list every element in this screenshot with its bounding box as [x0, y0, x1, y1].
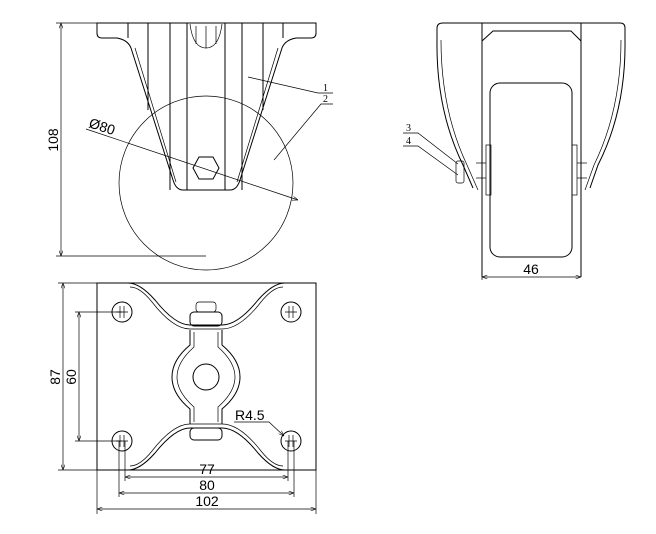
- dimension-102: 102: [195, 493, 219, 509]
- front-view: 108 Ø80 1 2: [45, 22, 333, 271]
- width-dimension: 46: [523, 261, 539, 277]
- part-label-4: 4: [406, 136, 411, 147]
- axle-nut: [455, 160, 465, 184]
- mounting-plate: [96, 282, 317, 471]
- dimension-80: 80: [199, 477, 215, 493]
- part-label-2: 2: [323, 94, 328, 105]
- dimension-60: 60: [63, 369, 79, 385]
- axle-nut-icon: [192, 156, 220, 180]
- wheel-tread: [489, 82, 573, 258]
- side-view: 46 3 4: [403, 22, 626, 280]
- fork-ribs: [127, 23, 284, 190]
- dimension-87: 87: [47, 369, 63, 385]
- kingpin-hole: [192, 363, 220, 391]
- fork-frame: [436, 22, 626, 189]
- mounting-holes: [111, 301, 302, 452]
- dimension-77: 77: [199, 461, 215, 477]
- kingpin-nut: [189, 23, 223, 49]
- part-label-3: 3: [406, 123, 411, 134]
- part-label-1: 1: [323, 83, 328, 94]
- height-dimension: 108: [45, 128, 61, 152]
- wheel-circle: [118, 95, 294, 271]
- top-view: 87 60 77 80 102 R4.5: [47, 282, 317, 514]
- diameter-dimension: Ø80: [87, 115, 117, 138]
- radius-dimension: R4.5: [235, 407, 265, 423]
- top-plate: [96, 22, 317, 191]
- center-bracket: [171, 330, 241, 424]
